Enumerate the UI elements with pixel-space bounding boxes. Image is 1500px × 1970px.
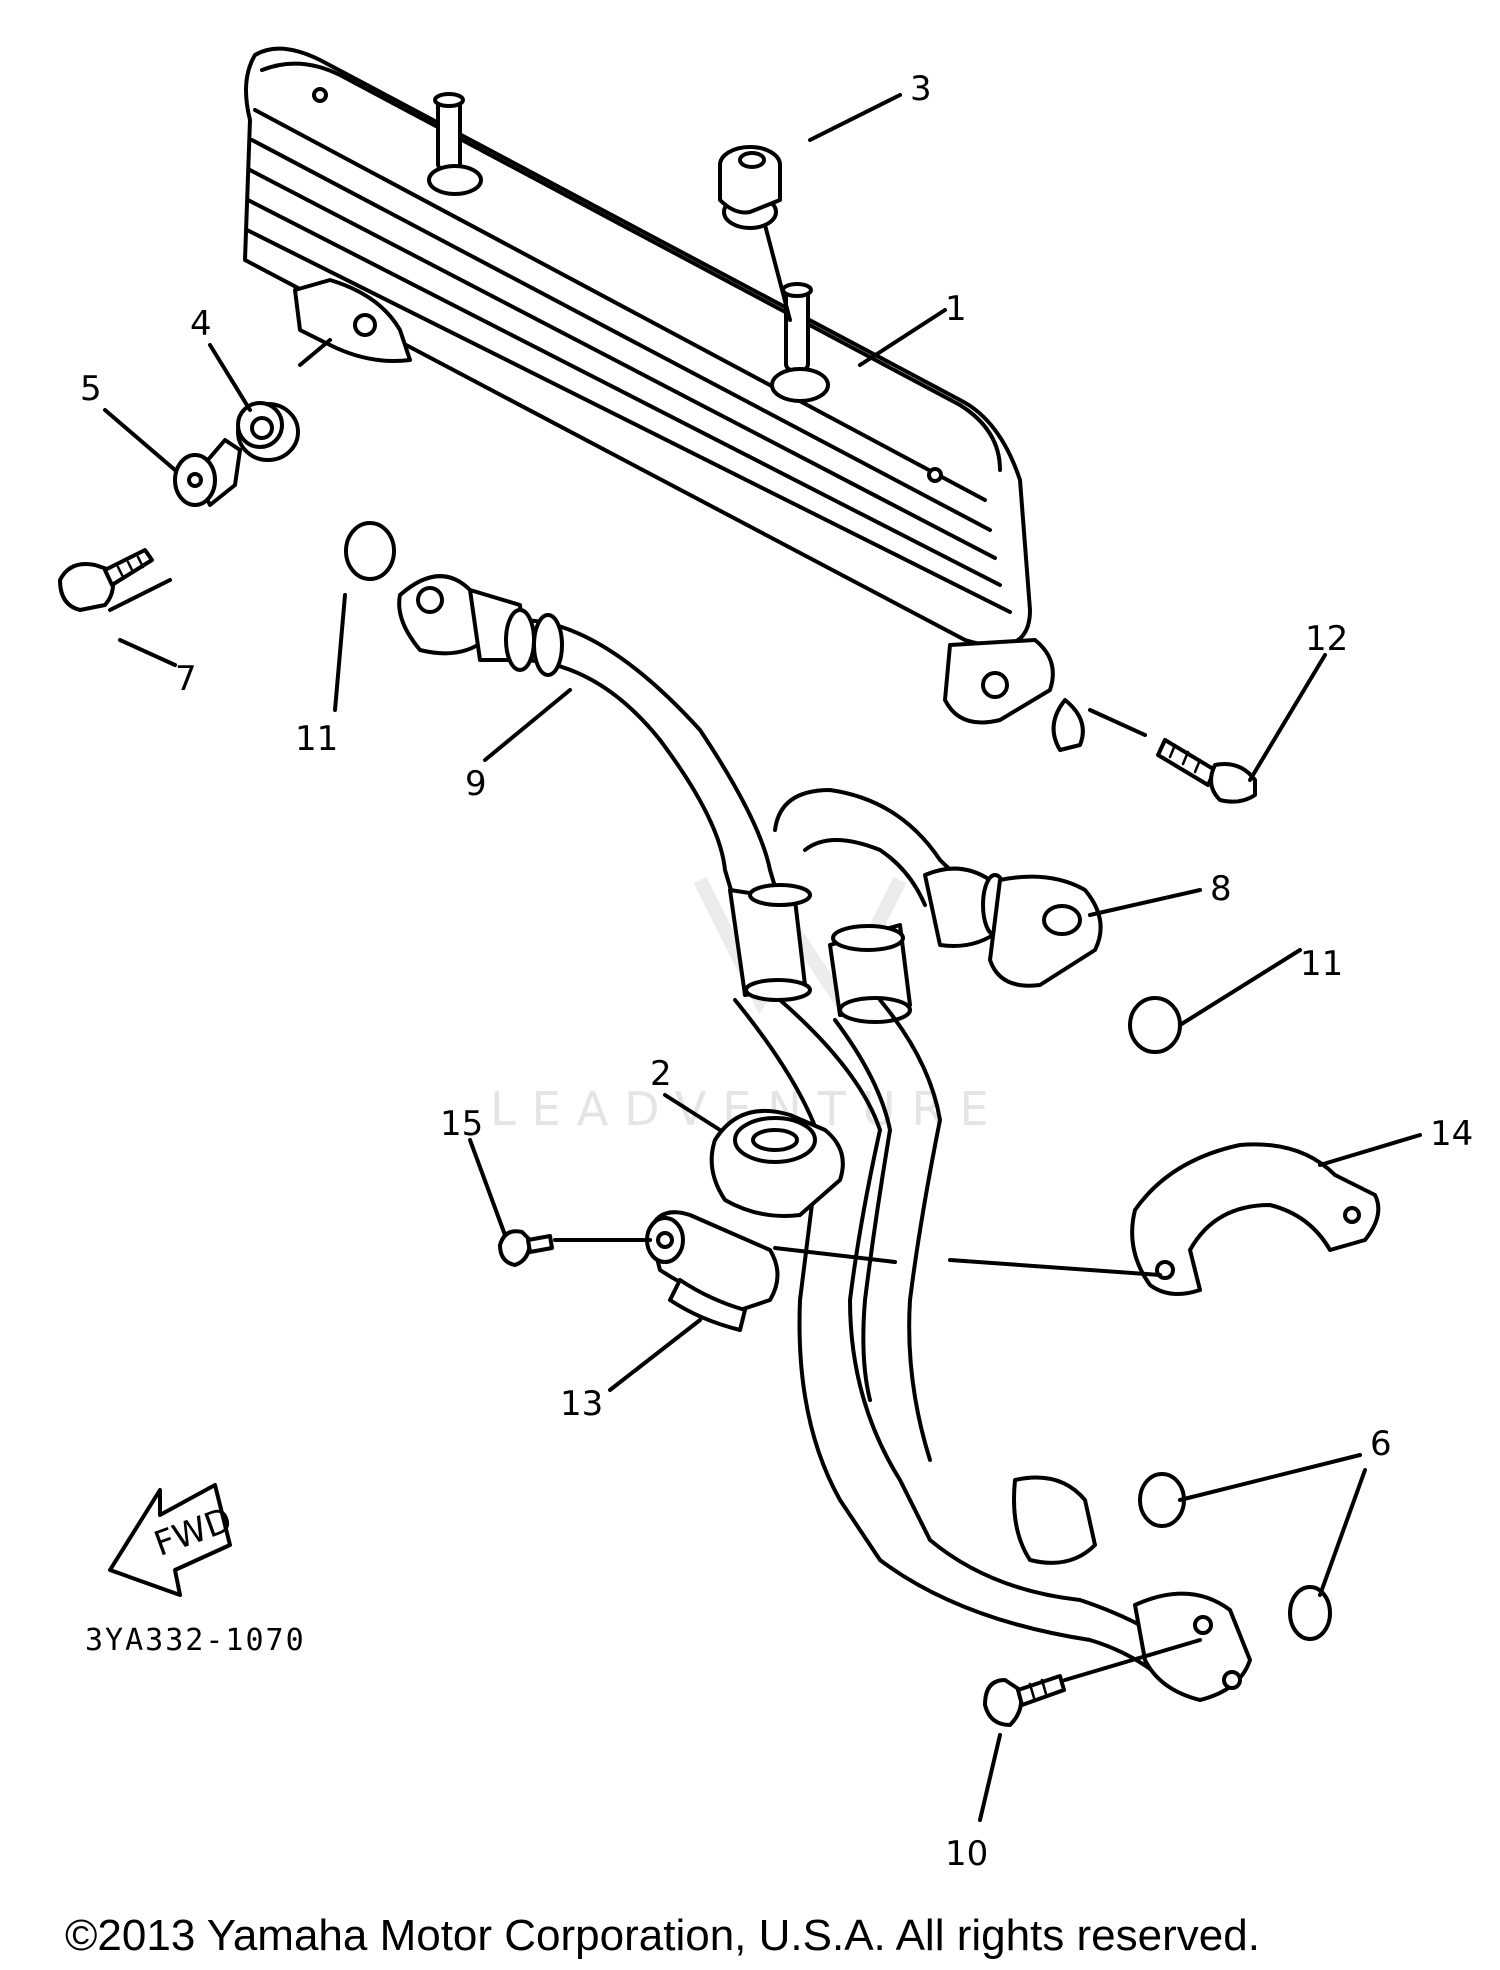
grommet-part-3: [718, 145, 782, 230]
callouts: 1 2 3 4 5 6 7 8 9 10 11 11 12 13 14 15: [80, 69, 1473, 1874]
collar-part-4: [236, 401, 300, 462]
callout-14: 14: [1430, 1114, 1473, 1154]
bolt-part-12: [1156, 738, 1257, 804]
oil-cooler: [243, 46, 1085, 752]
callout-9: 9: [465, 764, 487, 804]
callout-15: 15: [440, 1104, 483, 1144]
callout-1: 1: [945, 289, 967, 329]
leader-lines: [103, 93, 1422, 1822]
callout-4: 4: [190, 304, 212, 344]
forward-arrow: FWD: [108, 1483, 237, 1597]
callout-13: 13: [560, 1384, 603, 1424]
callout-6: 6: [1370, 1424, 1392, 1464]
callout-3: 3: [910, 69, 932, 109]
clamp-part-13: [645, 1210, 780, 1332]
callout-11-upper: 11: [295, 719, 338, 759]
callout-8: 8: [1210, 869, 1232, 909]
o-ring-lower: [1128, 996, 1182, 1054]
diagram-part-code: 3YA332-1070: [85, 1623, 306, 1658]
oil-hose-part-8: [773, 788, 1103, 1024]
bolt-part-7: [58, 548, 154, 612]
bolt-part-15: [498, 1229, 554, 1267]
callout-7: 7: [175, 659, 197, 699]
bolt-part-10: [983, 1674, 1066, 1727]
oil-hose-part-9: [397, 574, 812, 1002]
callout-5: 5: [80, 369, 102, 409]
bracket-part-14: [1130, 1142, 1381, 1296]
damper-part-2: [709, 1108, 845, 1218]
collar-part-5: [173, 438, 242, 507]
copyright-notice: ©2013 Yamaha Motor Corporation, U.S.A. A…: [65, 1911, 1260, 1960]
callout-11-lower: 11: [1300, 944, 1343, 984]
o-ring-6b: [1288, 1585, 1332, 1641]
oil-pipe-lower: [733, 998, 1252, 1702]
callout-12: 12: [1305, 619, 1348, 659]
o-ring-upper: [344, 521, 396, 581]
callout-10: 10: [945, 1834, 988, 1874]
o-ring-6a: [1138, 1472, 1186, 1528]
callout-2: 2: [650, 1054, 672, 1094]
